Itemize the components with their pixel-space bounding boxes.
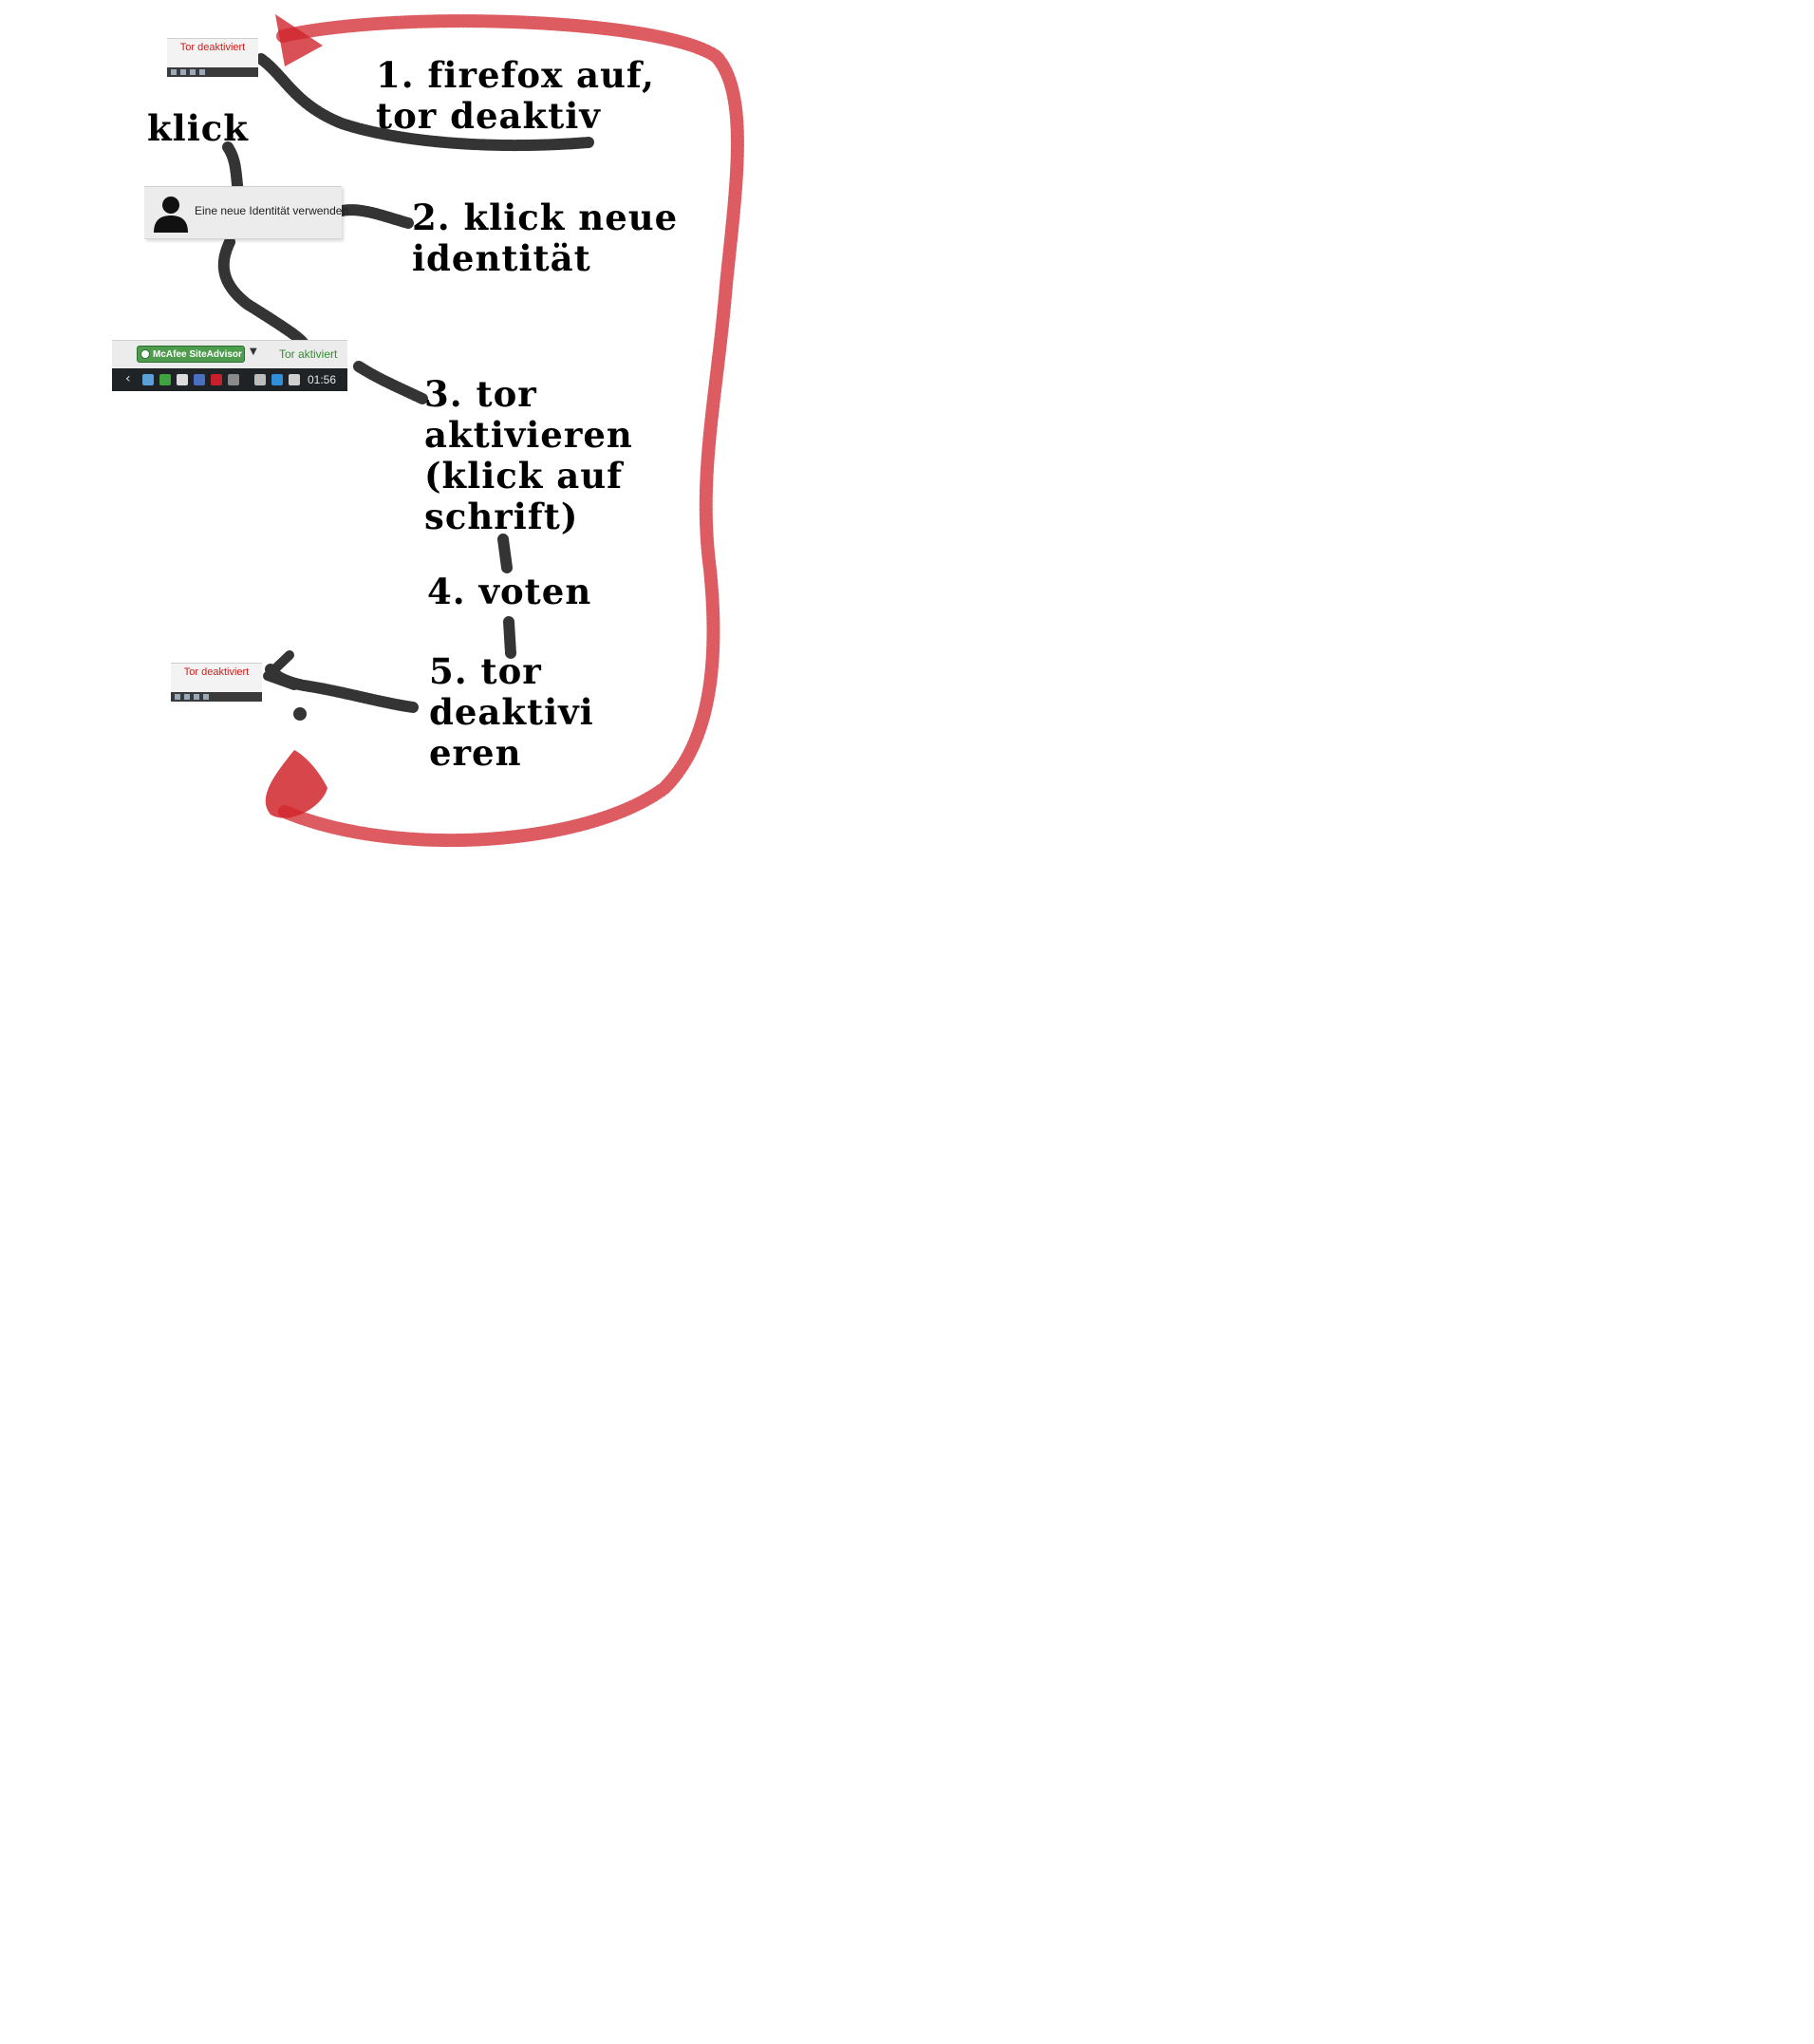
step1-line2: tor deaktiv bbox=[376, 95, 601, 137]
speaker-icon[interactable] bbox=[289, 374, 300, 385]
black-line-step3-step4 bbox=[497, 534, 513, 573]
tray-icon[interactable] bbox=[159, 374, 171, 385]
tray-icon[interactable] bbox=[211, 374, 222, 385]
tor-deactivated-label[interactable]: Tor deaktiviert bbox=[183, 666, 250, 678]
black-line-step4-step5 bbox=[503, 616, 516, 659]
taskbar-strip bbox=[171, 692, 262, 702]
mcafee-check-icon bbox=[140, 349, 150, 359]
tray-clock[interactable]: 01:56 bbox=[308, 373, 337, 386]
chevron-down-icon[interactable]: ▼ bbox=[250, 347, 257, 357]
tor-activated-label[interactable]: Tor aktiviert bbox=[279, 347, 338, 361]
black-arrow-step2 bbox=[336, 204, 414, 229]
klick-note: klick bbox=[147, 107, 249, 149]
tor-status-widget-top: Tor deaktiviert bbox=[167, 38, 258, 77]
tray-icon[interactable] bbox=[254, 374, 266, 385]
black-line-to-statusbar bbox=[217, 236, 309, 349]
step2-line1: 2. klick neue bbox=[412, 197, 679, 238]
step5-line1: 5. tor bbox=[429, 650, 542, 692]
ink-dot bbox=[293, 707, 307, 721]
step3-line4: schrift) bbox=[424, 496, 579, 537]
tray-icon[interactable] bbox=[228, 374, 239, 385]
step2-line2: identität bbox=[412, 237, 591, 279]
chevron-left-icon[interactable]: ‹ bbox=[125, 371, 131, 386]
new-identity-menu-item[interactable]: Eine neue Identität verwenden bbox=[144, 186, 348, 239]
step4-note: 4. voten bbox=[427, 571, 592, 612]
step1-note: 1. firefox auf, tor deaktiv bbox=[376, 55, 655, 137]
step3-line3: (klick auf bbox=[424, 455, 624, 497]
black-arrow-step3 bbox=[353, 361, 428, 404]
tray-icon[interactable] bbox=[142, 374, 154, 385]
firefox-statusbar: McAfee SiteAdvisor ▼ Tor aktiviert bbox=[112, 340, 347, 369]
step3-line1: 3. tor bbox=[424, 373, 537, 415]
tray-icon[interactable] bbox=[194, 374, 205, 385]
tor-status-widget-bottom: Tor deaktiviert bbox=[171, 663, 262, 702]
mcafee-label: McAfee SiteAdvisor bbox=[153, 349, 242, 360]
new-identity-label: Eine neue Identität verwenden bbox=[195, 204, 349, 217]
step2-note: 2. klick neue identität bbox=[412, 197, 678, 279]
windows-taskbar-tray: ‹ 01:56 bbox=[112, 368, 347, 391]
taskbar-strip bbox=[167, 67, 258, 77]
tor-deactivated-label[interactable]: Tor deaktiviert bbox=[179, 42, 246, 53]
step5-note: 5. tor deaktivi eren bbox=[429, 651, 594, 774]
user-silhouette-icon bbox=[154, 197, 188, 233]
step3-line2: aktivieren bbox=[424, 414, 633, 456]
step1-line1: 1. firefox auf, bbox=[376, 54, 655, 96]
red-arrowhead-bottom bbox=[265, 750, 327, 818]
step5-line3: eren bbox=[429, 732, 522, 774]
black-arrowhead-step5 bbox=[263, 650, 299, 690]
tray-icon[interactable] bbox=[271, 374, 283, 385]
tray-icon[interactable] bbox=[177, 374, 188, 385]
red-arrowhead-top bbox=[275, 14, 323, 66]
step5-line2: deaktivi bbox=[429, 691, 594, 733]
mcafee-siteadvisor-button[interactable]: McAfee SiteAdvisor bbox=[137, 346, 245, 363]
step3-note: 3. tor aktivieren (klick auf schrift) bbox=[424, 374, 633, 537]
black-arrow-step5 bbox=[265, 664, 419, 713]
